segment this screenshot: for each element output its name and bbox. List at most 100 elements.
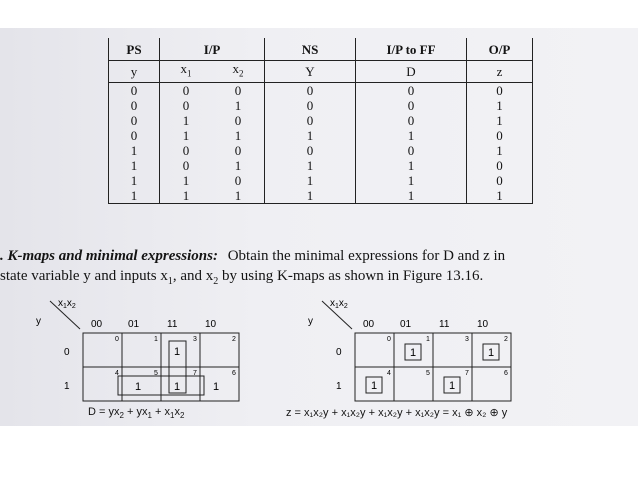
kmap-one: 1 bbox=[135, 381, 141, 393]
kmap-col-label: 00 bbox=[91, 319, 103, 330]
kmap-group-single bbox=[443, 376, 461, 394]
kmap-group-single bbox=[482, 343, 500, 361]
kmap-diagonal bbox=[321, 300, 353, 330]
kmap-col-label: 00 bbox=[363, 319, 375, 330]
header-op: O/P bbox=[466, 38, 533, 61]
header-ns: NS bbox=[264, 38, 356, 61]
cell: 1 bbox=[212, 157, 265, 173]
kmap-cell-number: 4 bbox=[387, 370, 391, 377]
cell: 1 bbox=[466, 112, 533, 128]
cell: 0 bbox=[212, 112, 265, 128]
kmap-one: 1 bbox=[488, 347, 494, 359]
cell: 0 bbox=[108, 127, 160, 143]
cell: 0 bbox=[182, 97, 190, 113]
sub-y: y bbox=[108, 60, 160, 83]
kmap-group-single bbox=[404, 343, 422, 361]
cell: 1 bbox=[212, 127, 265, 143]
section-lead: . K-maps and minimal expressions: bbox=[0, 248, 218, 264]
kmap-D: x1x2 y 00 01 11 10 0 1 0 1 3 2 4 5 7 6 1… bbox=[36, 298, 240, 402]
kmap-row-label: 1 bbox=[64, 381, 70, 392]
header-ps: PS bbox=[108, 38, 160, 61]
cell: 0 bbox=[108, 112, 160, 128]
kmap-var-y: y bbox=[36, 316, 41, 327]
cell: 0 bbox=[212, 142, 265, 158]
kmap-one: 1 bbox=[174, 346, 180, 358]
kmap-one: 1 bbox=[449, 380, 455, 392]
sub-Y: Y bbox=[264, 60, 356, 83]
cell: 1 bbox=[108, 187, 160, 204]
cell: 0 bbox=[355, 82, 467, 98]
header-ip-to-ff: I/P to FF bbox=[355, 38, 467, 61]
kmap-cell-number: 2 bbox=[504, 336, 508, 343]
equation-D: D = yx2 + yx1 + x1x2 bbox=[88, 406, 185, 421]
kmap-group-single bbox=[365, 376, 383, 394]
kmap-diagonal bbox=[49, 300, 81, 330]
cell: 1 bbox=[182, 172, 190, 188]
cell: 1 bbox=[159, 187, 212, 204]
cell: 1 bbox=[108, 172, 160, 188]
kmap-group-vertical bbox=[168, 340, 187, 394]
kmap-col-label: 11 bbox=[167, 319, 178, 330]
cell: 0 bbox=[212, 172, 265, 188]
kmap-var-x1x2: x1x2 bbox=[330, 298, 348, 310]
kmap-var-x1x2: x1x2 bbox=[58, 298, 76, 310]
cell: 1 bbox=[264, 172, 356, 188]
kmap-col-label: 10 bbox=[477, 319, 489, 330]
cell: 0 bbox=[355, 142, 467, 158]
cell: 1 bbox=[264, 127, 356, 143]
cell: 0 bbox=[466, 172, 533, 188]
cell: 0 bbox=[264, 142, 356, 158]
cell: 0 bbox=[264, 82, 356, 98]
cell: 0 bbox=[466, 157, 533, 173]
cell: 1 bbox=[108, 142, 160, 158]
cell: 0 bbox=[466, 127, 533, 143]
kmap-row-label: 1 bbox=[336, 381, 342, 392]
sub-x2: x2 bbox=[212, 60, 265, 83]
cell: 1 bbox=[212, 187, 265, 204]
cell: 1 bbox=[466, 187, 533, 204]
kmap-z: x1x2 y 00 01 11 10 0 1 0 1 3 2 4 5 7 6 1… bbox=[308, 298, 512, 402]
cell: 0 bbox=[264, 112, 356, 128]
kmap-cell-number: 7 bbox=[465, 370, 469, 377]
paragraph-text: , and x bbox=[172, 268, 214, 284]
cell: 1 bbox=[264, 157, 356, 173]
cell: 0 bbox=[182, 142, 190, 158]
subscript: 2 bbox=[213, 276, 219, 287]
cell: 1 bbox=[355, 157, 467, 173]
kmap-cell-number: 0 bbox=[115, 336, 119, 343]
cell: 1 bbox=[264, 187, 356, 204]
cell: 1 bbox=[466, 142, 533, 158]
cell: 0 bbox=[212, 82, 265, 98]
kmap-cell-number: 6 bbox=[232, 370, 236, 377]
cell: 0 bbox=[466, 82, 533, 98]
kmap-cell-number: 3 bbox=[465, 336, 469, 343]
kmap-row-label: 0 bbox=[64, 347, 70, 358]
cell: 0 bbox=[108, 97, 160, 113]
paragraph: . K-maps and minimal expressions: Obtain… bbox=[0, 246, 638, 292]
kmap-cell-number: 1 bbox=[426, 336, 430, 343]
cell: 1 bbox=[212, 97, 265, 113]
cell: 1 bbox=[355, 127, 467, 143]
kmap-one: 1 bbox=[213, 381, 219, 393]
kmap-cell-number: 3 bbox=[193, 336, 197, 343]
paragraph-line-2: state variable y and inputs x1, and x2 b… bbox=[0, 266, 638, 292]
equation-z: z = x₁x₂y + x₁x₂y + x₁x₂y + x₁x₂y = x₁ ⊕… bbox=[286, 407, 508, 419]
kmap-one: 1 bbox=[371, 380, 377, 392]
sub-z: z bbox=[466, 60, 533, 83]
subscript: 1 bbox=[167, 276, 173, 287]
cell: 1 bbox=[355, 187, 467, 204]
cell: 0 bbox=[355, 97, 467, 113]
paragraph-text: Obtain the minimal expressions for D and… bbox=[227, 248, 506, 264]
paragraph-text: state variable y and inputs x bbox=[0, 268, 168, 284]
kmap-one: 1 bbox=[174, 381, 180, 393]
cell: 0 bbox=[108, 82, 160, 98]
cell: 0 bbox=[264, 97, 356, 113]
